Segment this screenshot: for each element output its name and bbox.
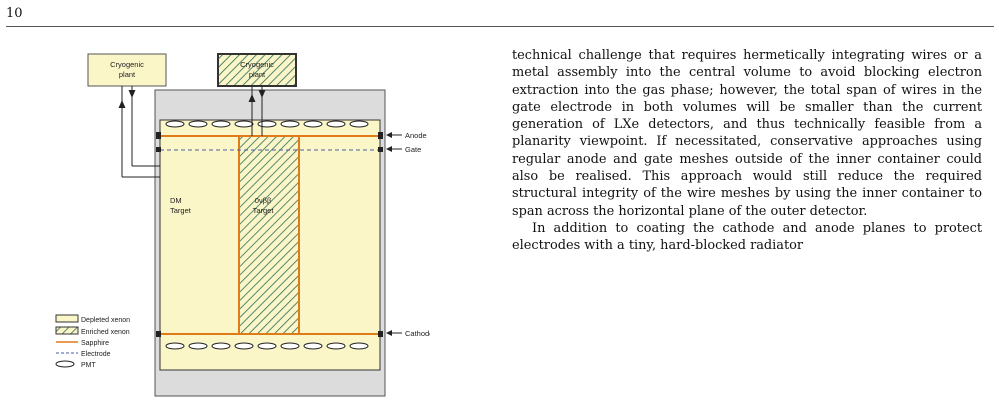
dm-target-line1: DM	[170, 196, 182, 205]
cryo-right-line1: Cryogenic	[240, 60, 274, 69]
header-rule	[6, 26, 994, 27]
cryo-left-line2: plant	[119, 70, 136, 79]
left-cryo-plumbing	[121, 86, 160, 178]
cathode-label: Cathode	[405, 329, 430, 338]
bottom-pmt-array	[165, 342, 369, 350]
top-pmt-array	[165, 120, 369, 128]
figure-legend: Depleted xenon Enriched xenon Sapphire E…	[55, 314, 130, 369]
cryo-right-line2: plant	[249, 70, 266, 79]
legend-sapphire: Sapphire	[81, 340, 109, 347]
dm-target-line2: Target	[170, 206, 192, 215]
bb-target-line1: 0νββ	[255, 196, 272, 205]
detector-figure: Cryogenic plant Cryogenic plant Anode Ga…	[50, 40, 430, 406]
gate-label: Gate	[405, 145, 421, 154]
enriched-xenon-volume	[238, 135, 300, 335]
legend-pmt: PMT	[81, 362, 97, 369]
cryo-left-line1: Cryogenic	[110, 60, 144, 69]
paragraph-2: In addition to coating the cathode and a…	[512, 220, 982, 254]
cryogenic-plant-right-box	[217, 53, 297, 87]
text-column: technical challenge that requires hermet…	[512, 47, 982, 255]
page-number: 10	[6, 6, 23, 21]
legend-electrode: Electrode	[81, 351, 111, 358]
bb-target-line2: Target	[253, 206, 275, 215]
paragraph-1: technical challenge that requires hermet…	[512, 48, 982, 219]
legend-enriched: Enriched xenon	[81, 329, 130, 336]
cryogenic-plant-left-box	[87, 53, 167, 87]
legend-depleted: Depleted xenon	[81, 317, 130, 324]
anode-label: Anode	[405, 131, 427, 140]
